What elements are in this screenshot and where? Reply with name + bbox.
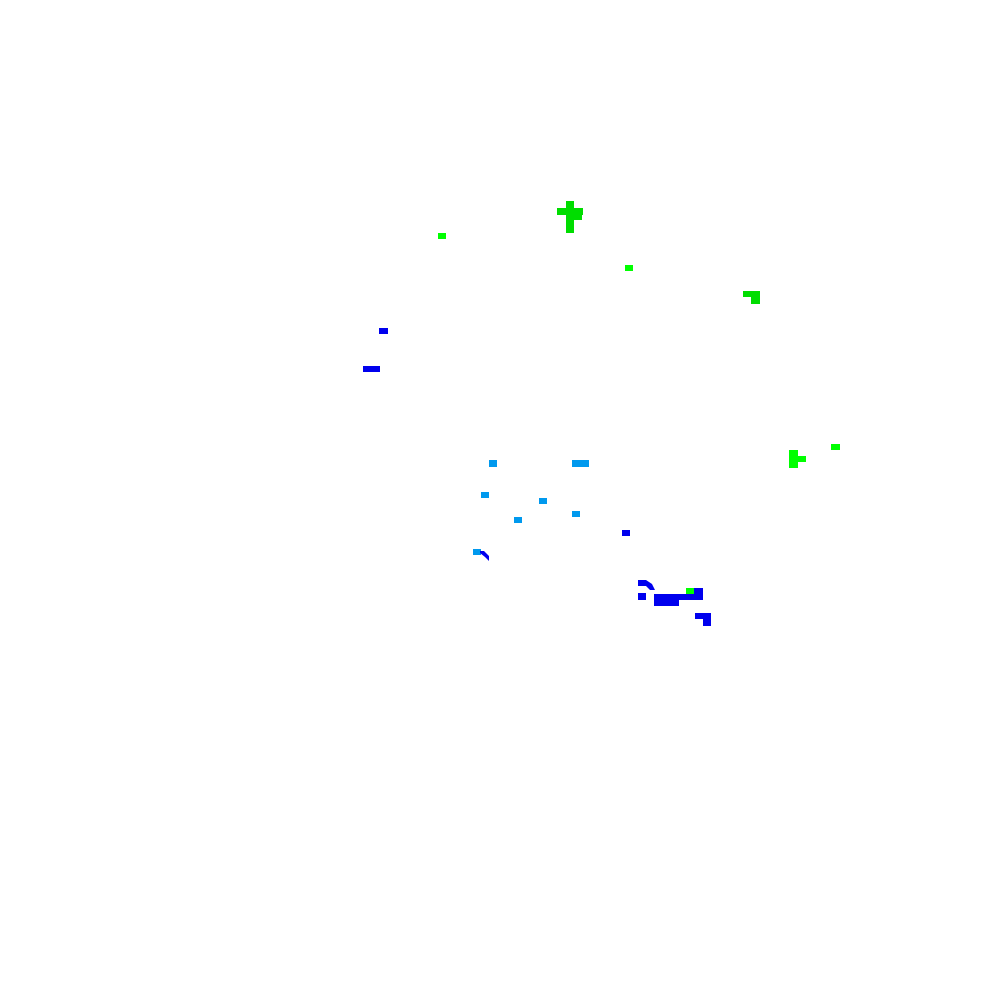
green-cross-vertical: [566, 201, 574, 233]
blue-fragments: [363, 328, 711, 626]
blue-bar-extension: [678, 594, 703, 600]
green-lower-dot: [686, 588, 694, 594]
blue-bar-main: [654, 594, 679, 606]
green-dot-mid: [625, 265, 633, 271]
light-blue-fragments: [473, 460, 589, 555]
blue-dash-upper: [363, 366, 380, 372]
green-l-bottom: [751, 297, 760, 304]
green-cross-right: [574, 214, 582, 220]
blue-dot-mid: [622, 530, 630, 536]
green-l-top: [743, 291, 760, 297]
blue-arc: [638, 580, 655, 590]
lightblue-dash-1: [572, 460, 589, 467]
lightblue-dot-3: [539, 498, 547, 504]
lightblue-dot-6: [473, 549, 481, 555]
blue-dot-lower: [638, 593, 646, 600]
blue-l-top: [695, 613, 711, 619]
green-dot-left: [438, 233, 446, 239]
lightblue-dot-1: [489, 460, 497, 467]
blue-diagonal-mark: [480, 551, 489, 561]
green-fragments: [438, 201, 840, 594]
lightblue-dot-2: [481, 492, 489, 498]
green-right-dot: [831, 444, 840, 450]
green-right-arm: [797, 456, 806, 462]
blue-bar-top: [694, 588, 703, 595]
lightblue-dot-5: [514, 517, 522, 523]
blue-dot-upper: [379, 328, 388, 334]
green-cross-horizontal: [557, 208, 583, 215]
blue-l-bottom: [703, 618, 711, 626]
green-right-vertical: [789, 450, 798, 468]
lightblue-dot-4: [572, 511, 580, 517]
